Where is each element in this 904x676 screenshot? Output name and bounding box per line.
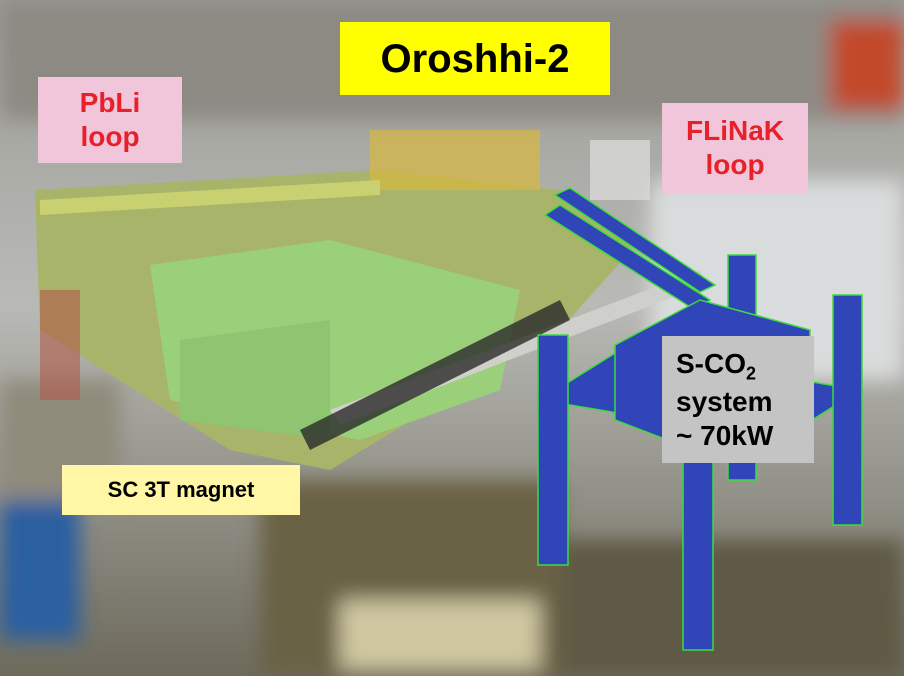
page-title: Oroshhi-2 [340, 22, 610, 95]
sco2-prefix: S-CO [676, 347, 746, 379]
magnet-label: SC 3T magnet [62, 465, 300, 515]
pbli-line2: loop [80, 121, 140, 152]
magnet-text: SC 3T magnet [107, 476, 255, 502]
flinak-line2: loop [705, 149, 765, 180]
pbli-loop-label: PbLi loop [38, 77, 182, 163]
sco2-line3: ~ 70kW [676, 419, 774, 451]
flinak-line1: FLiNaK [686, 115, 784, 147]
sco2-line2: system [676, 386, 773, 417]
sco2-system-label: S-CO2 system ~ 70kW [662, 336, 814, 463]
pbli-line1: PbLi [79, 87, 141, 119]
sco2-line1: S-CO2 [676, 347, 756, 385]
flinak-loop-label: FLiNaK loop [662, 103, 808, 193]
sco2-subscript: 2 [746, 363, 757, 384]
title-text: Oroshhi-2 [380, 36, 570, 81]
machinery [35, 130, 705, 470]
